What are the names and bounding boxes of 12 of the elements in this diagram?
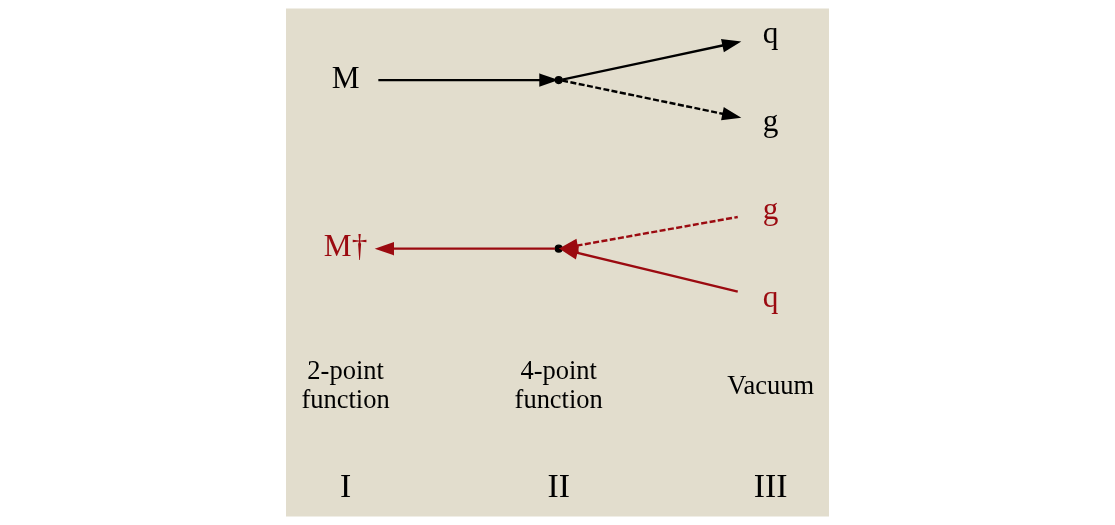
node-text: q	[762, 278, 779, 314]
node-text: M	[331, 59, 360, 95]
label: I	[339, 466, 352, 504]
label: Vacuum	[727, 369, 814, 400]
node-text: g	[762, 190, 779, 226]
node-text: M†	[323, 228, 368, 264]
node-text: g	[762, 103, 779, 139]
label: III	[753, 466, 788, 504]
label: 2-point function	[301, 355, 390, 415]
label: 4-point function	[514, 355, 603, 415]
label: II	[547, 466, 570, 504]
node-text: q	[762, 15, 779, 51]
